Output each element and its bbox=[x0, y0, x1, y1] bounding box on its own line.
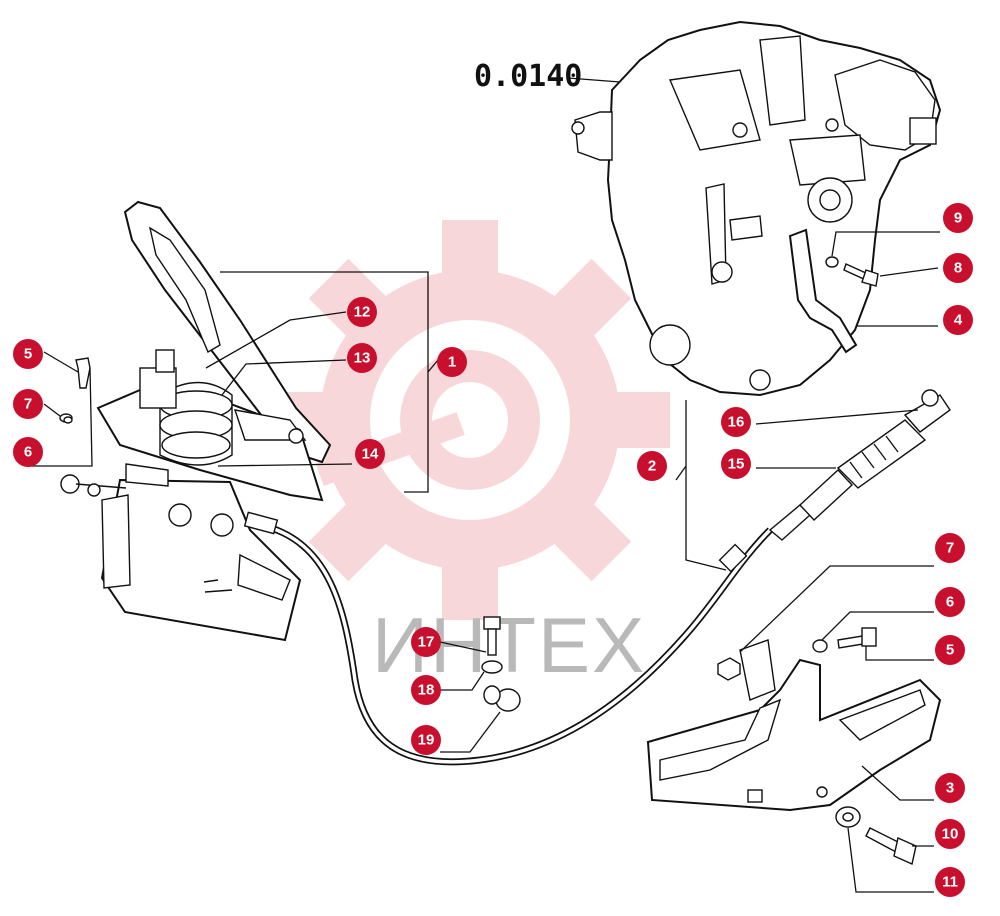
callout-1: 1 bbox=[437, 347, 467, 377]
callout-2: 2 bbox=[637, 451, 667, 481]
svg-text:8: 8 bbox=[954, 260, 962, 277]
bolt-part-10 bbox=[865, 827, 917, 865]
callout-12: 12 bbox=[347, 297, 377, 327]
callout-5-right: 5 bbox=[935, 635, 965, 665]
svg-text:12: 12 bbox=[354, 304, 371, 321]
svg-text:5: 5 bbox=[24, 346, 32, 363]
callout-13: 13 bbox=[347, 343, 377, 373]
svg-text:19: 19 bbox=[418, 732, 435, 749]
callout-6-left: 6 bbox=[13, 437, 43, 467]
svg-text:18: 18 bbox=[418, 682, 435, 699]
bracket-part-4 bbox=[788, 228, 858, 354]
watermark-logo bbox=[270, 220, 670, 620]
bolt-part-5-left bbox=[75, 357, 91, 389]
callout-15: 15 bbox=[721, 449, 751, 479]
callout-8: 8 bbox=[943, 253, 973, 283]
svg-text:7: 7 bbox=[24, 396, 32, 413]
washer-part-18 bbox=[481, 660, 503, 674]
pedal-assembly bbox=[60, 200, 332, 642]
svg-text:7: 7 bbox=[946, 540, 954, 557]
callout-16: 16 bbox=[721, 407, 751, 437]
svg-text:6: 6 bbox=[946, 594, 954, 611]
svg-text:3: 3 bbox=[946, 780, 954, 797]
callout-9: 9 bbox=[943, 203, 973, 233]
callout-17: 17 bbox=[411, 627, 441, 657]
svg-text:1: 1 bbox=[448, 354, 456, 371]
svg-text:14: 14 bbox=[362, 446, 379, 463]
bolt-part-5-right bbox=[837, 627, 877, 649]
callout-3: 3 bbox=[935, 773, 965, 803]
callout-10: 10 bbox=[935, 819, 965, 849]
callout-4: 4 bbox=[943, 305, 973, 335]
svg-text:6: 6 bbox=[24, 444, 32, 461]
bracket-part-3 bbox=[646, 639, 942, 812]
svg-text:10: 10 bbox=[942, 826, 959, 843]
callout-7-left: 7 bbox=[13, 389, 43, 419]
washer-part-6-right bbox=[812, 639, 828, 653]
nut-part-19 bbox=[483, 685, 521, 712]
nut-part-6-left bbox=[63, 416, 73, 424]
washer-part-9 bbox=[825, 256, 839, 268]
svg-text:4: 4 bbox=[954, 312, 963, 329]
nut-part-7-right bbox=[717, 657, 741, 681]
svg-text:13: 13 bbox=[354, 350, 371, 367]
svg-text:11: 11 bbox=[942, 874, 958, 891]
callout-11: 11 bbox=[935, 867, 965, 897]
callout-18: 18 bbox=[411, 675, 441, 705]
svg-text:9: 9 bbox=[954, 210, 962, 227]
callout-19: 19 bbox=[411, 725, 441, 755]
gearbox-housing bbox=[571, 20, 942, 397]
svg-text:5: 5 bbox=[946, 642, 954, 659]
reference-code: 0.0140 bbox=[474, 59, 582, 94]
svg-text:17: 17 bbox=[418, 634, 435, 651]
bolt-part-8 bbox=[843, 263, 879, 287]
svg-text:15: 15 bbox=[728, 456, 745, 473]
control-cable bbox=[243, 389, 951, 766]
bolt-part-17 bbox=[483, 616, 501, 656]
svg-text:2: 2 bbox=[648, 458, 656, 475]
callout-14: 14 bbox=[355, 439, 385, 469]
svg-text:16: 16 bbox=[728, 414, 745, 431]
leader-lines bbox=[28, 231, 940, 893]
callout-6-right: 6 bbox=[935, 587, 965, 617]
callout-7-right: 7 bbox=[935, 533, 965, 563]
callout-5-left: 5 bbox=[13, 339, 43, 369]
